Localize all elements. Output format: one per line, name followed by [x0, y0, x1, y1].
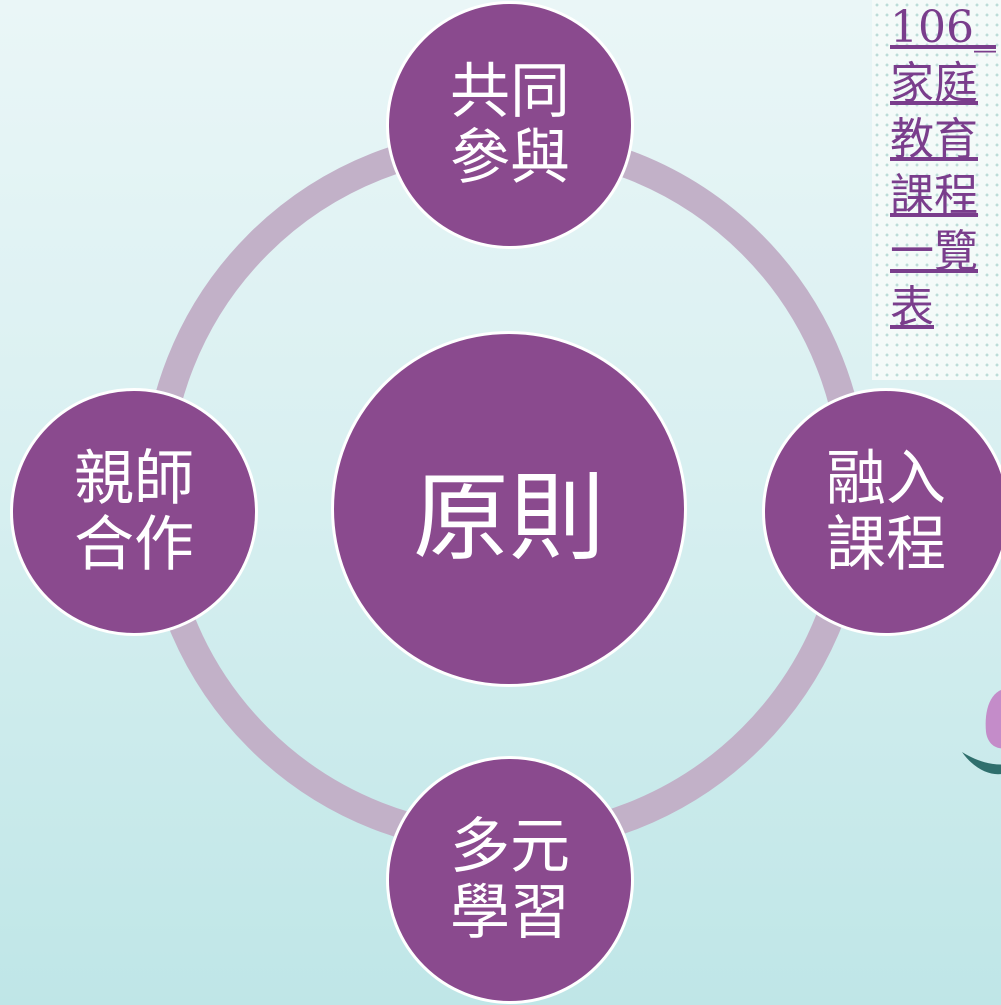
node-left-line-2: 合作	[74, 510, 194, 580]
link-line-1[interactable]: 106_	[890, 2, 996, 53]
leaf-decoration-icon	[962, 690, 1001, 775]
node-center: 原則	[331, 331, 687, 687]
node-right-line-2: 課程	[826, 510, 946, 580]
link-line-5[interactable]: 一覽	[890, 226, 978, 277]
node-left-line-1: 親師	[74, 444, 194, 514]
course-list-link[interactable]: 106_ 家庭 教育 課程 一覽 表	[872, 0, 1001, 380]
node-right-line-1: 融入	[826, 444, 946, 514]
node-top: 共同 參與	[386, 1, 634, 249]
node-top-line-2: 參與	[450, 123, 570, 193]
node-top-line-1: 共同	[450, 57, 570, 127]
link-line-6[interactable]: 表	[890, 282, 934, 333]
node-left: 親師 合作	[10, 388, 258, 636]
center-label: 原則	[413, 461, 605, 574]
node-bottom: 多元 學習	[386, 756, 634, 1004]
link-line-2[interactable]: 家庭	[890, 58, 978, 109]
node-bottom-line-1: 多元	[450, 812, 570, 882]
link-line-3[interactable]: 教育	[890, 114, 978, 165]
link-line-4[interactable]: 課程	[890, 170, 978, 221]
node-bottom-line-2: 學習	[450, 878, 570, 948]
node-right: 融入 課程	[762, 388, 1001, 636]
